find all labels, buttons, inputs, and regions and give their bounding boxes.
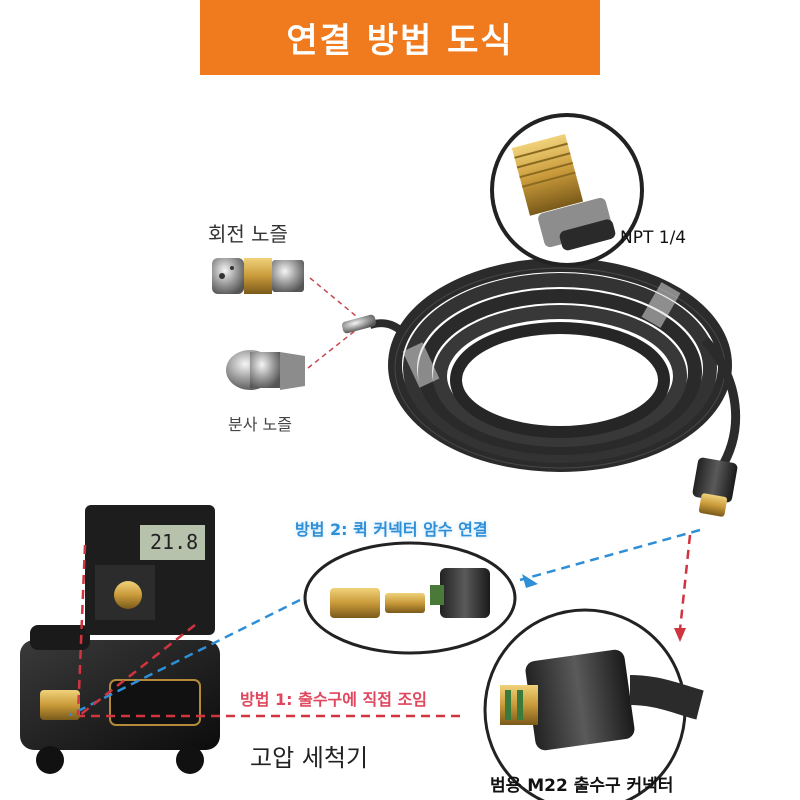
pressure-washer-image (20, 625, 220, 774)
title-banner: 연결 방법 도식 (200, 0, 600, 75)
quick-connector-zoom (303, 541, 517, 655)
pressure-washer-label: 고압 세척기 (250, 744, 369, 772)
spray-nozzle-label: 분사 노즐 (228, 415, 292, 434)
gauge-reading: 21.8 (150, 530, 199, 554)
hose-tail-down (701, 337, 741, 473)
method2-label: 방법 2: 퀵 커넥터 암수 연결 (295, 520, 488, 539)
method2-lines (69, 528, 701, 717)
m22-fitting-small (692, 457, 738, 517)
npt-zoom-circle (490, 113, 644, 267)
hose-end-fitting (341, 314, 377, 334)
nozzle-link-lines (307, 277, 357, 369)
method1-lines (76, 534, 692, 718)
page-title: 연결 방법 도식 (286, 21, 514, 61)
npt-label: NPT 1/4 (620, 228, 687, 248)
hose-coil (388, 258, 732, 472)
method1-label: 방법 1: 출수구에 직접 조임 (240, 690, 428, 709)
caliper-inset (85, 505, 215, 635)
spray-nozzle-image (226, 350, 305, 390)
m22-connector-label: 범용 M22 출수구 커넥터 (490, 776, 674, 796)
m22-connector-zoom (483, 608, 704, 800)
rotary-nozzle-image (212, 258, 304, 294)
rotary-nozzle-label: 회전 노즐 (208, 222, 288, 246)
